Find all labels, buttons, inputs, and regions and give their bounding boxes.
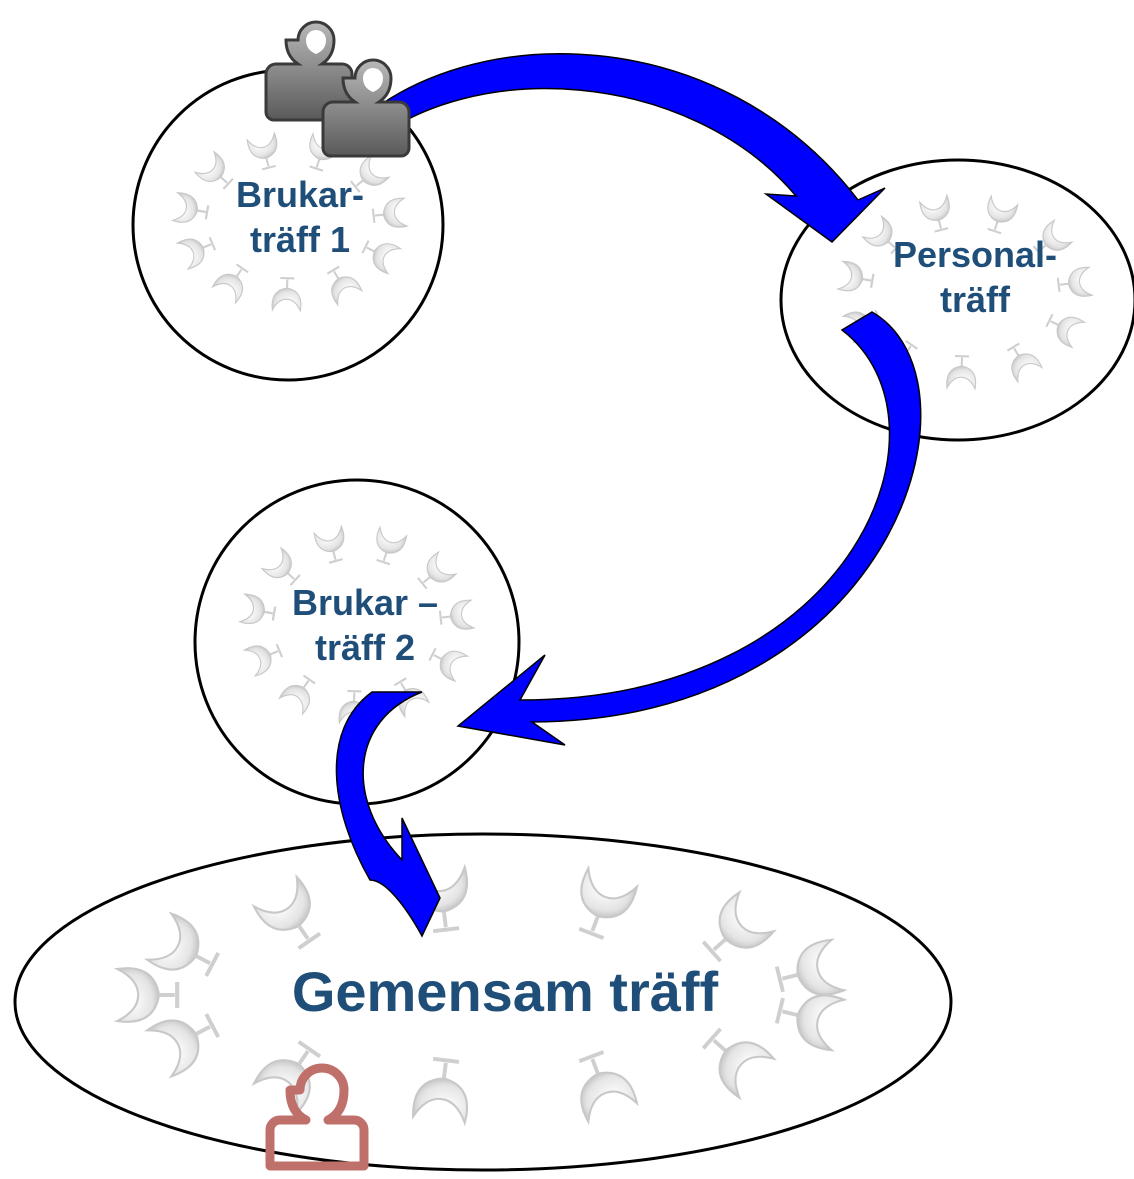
chair-icon (836, 260, 875, 292)
node-label-line: träff 1 (249, 219, 351, 260)
chair-circle-icon (113, 863, 848, 1127)
chair-icon (313, 524, 345, 564)
chair-icon (918, 193, 950, 233)
chair-icon (701, 889, 777, 963)
chair-icon (1006, 342, 1044, 384)
node-label-gemensam: Gemensam träff (230, 958, 780, 1025)
chair-icon (371, 197, 410, 228)
chair-icon (260, 546, 301, 586)
node-label-line: Brukar- (235, 174, 365, 215)
chair-icon (701, 1027, 777, 1101)
chair-icon (193, 150, 234, 190)
chair-icon (246, 131, 278, 171)
chair-icon (1032, 218, 1074, 258)
chair-icon (946, 354, 977, 391)
chair-icon (238, 593, 277, 624)
chair-icon (143, 1013, 221, 1079)
chair-icon (861, 214, 902, 255)
chair-icon (774, 994, 848, 1052)
node-label-personal: Personal- träff (855, 232, 1095, 322)
chair-icon (211, 263, 249, 305)
chair-icon (278, 674, 316, 716)
chair-icon (412, 1056, 469, 1127)
arrow-brukar2-to-gemensam (335, 691, 441, 938)
chair-icon (251, 873, 322, 950)
node-label-line: Gemensam träff (291, 960, 719, 1023)
node-label-line: träff (940, 279, 1010, 320)
chair-circle-icon (171, 131, 410, 313)
chair-icon (1045, 313, 1087, 349)
chair-circle-icon (238, 524, 477, 726)
chair-icon (175, 236, 217, 271)
chair-icon (417, 550, 458, 590)
chair-icon (271, 276, 302, 313)
node-label-brukar1: Brukar- träff 1 (200, 172, 400, 262)
group-people-icon (264, 20, 411, 158)
person-icon (265, 1063, 369, 1171)
chair-icon (1056, 266, 1095, 297)
chair-icon (987, 194, 1019, 235)
node-label-line: träff 2 (314, 627, 416, 668)
chair-icon (113, 967, 180, 1023)
chair-icon (774, 938, 848, 996)
chair-icon (428, 647, 470, 683)
chair-icon (578, 1050, 639, 1126)
chair-icon (361, 240, 403, 275)
chair-icon (376, 525, 408, 566)
chair-icon (242, 643, 284, 677)
chair-icon (578, 864, 639, 940)
node-label-brukar2: Brukar – träff 2 (245, 580, 485, 670)
node-ellipse-gemensam (13, 832, 953, 1172)
chair-icon (143, 911, 221, 977)
arrow-personal-to-brukar2 (456, 311, 922, 746)
chair-icon (438, 599, 477, 630)
node-label-line: Brukar – (291, 582, 439, 623)
chair-icon (350, 154, 391, 193)
arrow-brukar1-to-personal (354, 53, 886, 243)
node-label-line: Personal- (892, 234, 1058, 275)
chair-icon (326, 265, 364, 307)
chair-icon (171, 192, 210, 223)
